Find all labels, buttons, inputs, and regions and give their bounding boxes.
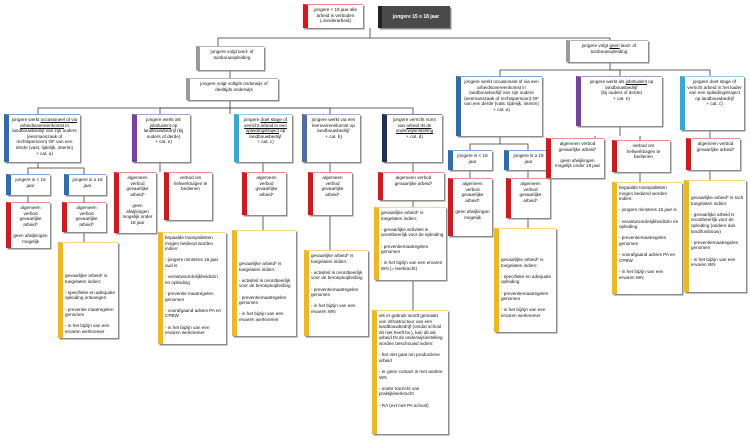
left-student-general-rule: algemeen verbod gevaarlijke arbeid* geen… bbox=[114, 172, 156, 233]
left-education-work-rule: algemeen verbod gevaarlijke arbeid* bbox=[378, 172, 444, 200]
right-occasional-box: jongere werkt occasioneel of via een arb… bbox=[456, 76, 542, 136]
right-student-general-rule: algemeen verbod gevaarlijke arbeid* geen… bbox=[546, 138, 604, 178]
left-internship-conditions: gevaarlijke arbeid* is toegelaten indien… bbox=[232, 230, 296, 336]
left-occasional-conditions: gevaarlijke arbeid* is toegelaten indien… bbox=[58, 242, 118, 338]
right-student-conditions: bepaalde transpalletten mogen bediend wo… bbox=[612, 182, 682, 294]
agri-education-box: jongere volgt land- of tuinbouwopleiding bbox=[196, 46, 264, 70]
right-16-plus-rule: algemeen verbod gevaarlijke arbeid* bbox=[506, 178, 550, 218]
left-under-16-box: jongere is < 16 jaar bbox=[6, 174, 50, 195]
left-education-work-box: jongere verricht vorm van arbeid IN de o… bbox=[382, 114, 442, 162]
left-under-16-rule: algemeen verbod gevaarlijke arbeid* geen… bbox=[6, 202, 50, 248]
left-apprentice-box: jongere werkt via een leerovereenkomst o… bbox=[302, 114, 360, 162]
right-student-lifting-rule: verbod om hefwerktuigen te bedienen bbox=[612, 140, 670, 172]
left-occasional-box: jongere werkt occasioneel of via arbeids… bbox=[4, 114, 80, 162]
left-student-job-box: jongere werkt als jobstudent op landbouw… bbox=[132, 114, 190, 162]
no-agri-education-box: jongere volgt geen land- of tuinbouwople… bbox=[566, 40, 648, 62]
left-student-lifting-rule: verbod om hefwerktuigen te bedienen bbox=[164, 172, 212, 220]
right-internship-rule: algemeen verbod gevaarlijke arbeid* bbox=[686, 138, 740, 170]
right-under-16-box: jongere is < 16 jaar bbox=[448, 150, 492, 170]
right-internship-conditions: gevaarlijke arbeid* is toch toegelaten i… bbox=[684, 180, 746, 292]
left-education-work-conditions-1: gevaarlijke arbeid* is toegelaten indien… bbox=[374, 207, 446, 280]
left-internship-rule: algemeen verbod gevaarlijke arbeid* bbox=[242, 172, 286, 215]
left-internship-box: jongere doet stage of verricht arbeid in… bbox=[234, 114, 292, 162]
left-apprentice-rule: algemeen verbod gevaarlijke arbeid* bbox=[308, 172, 352, 215]
left-apprentice-conditions: gevaarlijke arbeid* is toegelaten indien… bbox=[304, 250, 368, 336]
right-under-16-rule: algemeen verbod gevaarlijke arbeid* geen… bbox=[448, 178, 492, 236]
right-internship-box: jongere doet stage of verricht arbeid in… bbox=[680, 76, 744, 130]
right-16-plus-box: jongere is ≥ 16 jaar bbox=[504, 150, 548, 170]
left-student-conditions: bepaalde transpalletten mogen bediend wo… bbox=[158, 232, 226, 344]
right-student-job-box: jongere werkt als jobstudent op landbouw… bbox=[576, 76, 662, 126]
left-education-work-conditions-2: als er gebruik wordt gemaakt van infrast… bbox=[372, 310, 448, 434]
left-16-plus-box: jongere is ≥ 16 jaar bbox=[64, 174, 106, 195]
under-15-box: jongere < 15 jaar alle arbeid is verbode… bbox=[303, 4, 363, 28]
age-15-18-box: jongere 15 ≤ 18 jaar bbox=[378, 6, 450, 28]
left-16-plus-rule: algemeen verbod gevaarlijke arbeid* bbox=[62, 202, 106, 232]
right-occasional-conditions: gevaarlijke arbeid* is toegelaten indien… bbox=[494, 228, 556, 332]
fulltime-education-box: jongere volgt voltijds onderwijs of deel… bbox=[186, 78, 278, 100]
